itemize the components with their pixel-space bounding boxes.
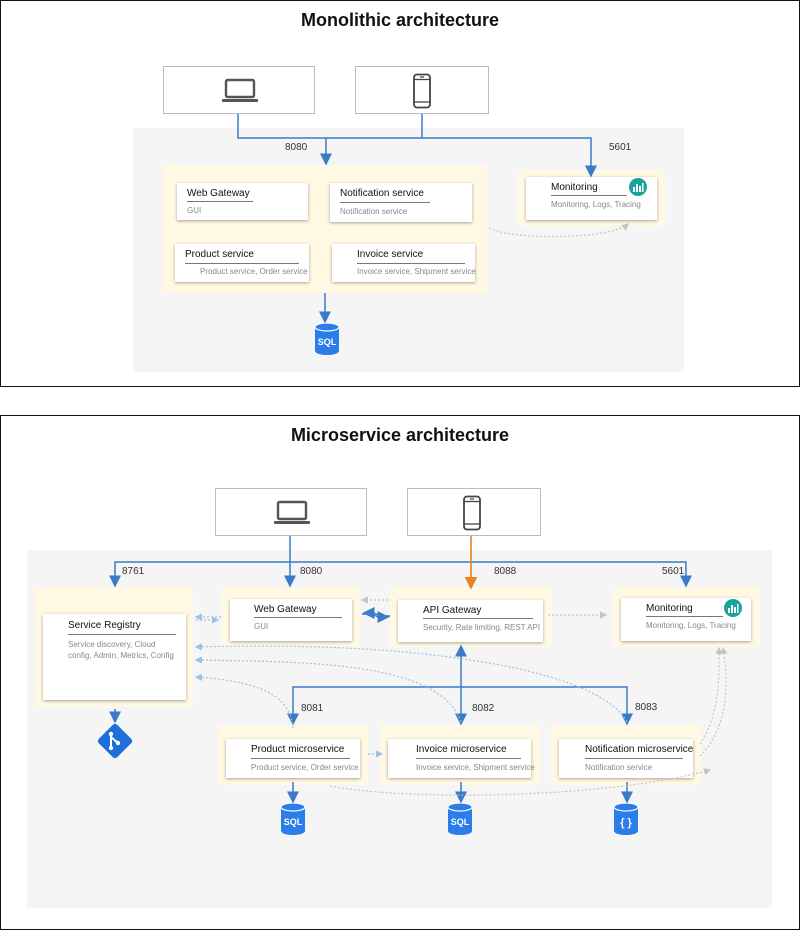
card-divider <box>423 618 533 619</box>
laptop-client <box>163 66 315 114</box>
notification-microservice-card: Notification microservice Notification s… <box>559 739 693 778</box>
card-divider <box>357 263 465 264</box>
git-icon <box>97 723 133 759</box>
monolithic-title: Monolithic architecture <box>300 10 500 30</box>
smartphone-client <box>355 66 489 114</box>
card-subtitle: GUI <box>254 622 269 631</box>
notification-service-card: Notification service Notification servic… <box>330 183 472 222</box>
laptop-client <box>215 488 367 536</box>
card-divider <box>646 616 723 617</box>
card-divider <box>185 263 299 264</box>
port-label: 8761 <box>122 566 145 577</box>
port-label: 8081 <box>301 703 324 714</box>
card-title: Product microservice <box>251 744 345 755</box>
monitoring-icon <box>724 599 742 617</box>
port-label: 8082 <box>472 703 495 714</box>
card-subtitle: Invoice service, Shipment service <box>357 267 476 276</box>
card-subtitle: Notification service <box>585 763 653 772</box>
smartphone-client <box>407 488 541 536</box>
smartphone-icon <box>413 73 431 109</box>
card-divider <box>340 202 430 203</box>
json-label: { } <box>620 817 632 829</box>
product-service-card: Product service Product service, Order s… <box>175 244 309 282</box>
card-title: Product service <box>185 249 254 260</box>
card-title: Invoice service <box>357 249 424 260</box>
card-title: Service Registry <box>68 620 141 631</box>
card-subtitle: Monitoring, Logs, Tracing <box>551 200 641 209</box>
card-title: Web Gateway <box>254 604 317 615</box>
port-label: 8080 <box>285 142 308 153</box>
card-divider <box>68 634 176 635</box>
port-label: 5601 <box>609 142 632 153</box>
microservice-title: Microservice architecture <box>290 425 510 445</box>
sql-database-icon: SQL <box>447 802 473 835</box>
invoice-microservice-card: Invoice microservice Invoice service, Sh… <box>388 739 535 778</box>
card-title: Invoice microservice <box>416 744 507 755</box>
card-title: Monitoring <box>646 603 693 614</box>
card-divider <box>251 758 350 759</box>
service-registry-card: Service Registry Service discovery, Clou… <box>43 614 186 700</box>
card-title: Notification microservice <box>585 744 694 755</box>
card-divider <box>254 617 342 618</box>
json-database-icon: { } <box>613 802 639 835</box>
card-divider <box>551 195 627 196</box>
port-label: 8083 <box>635 702 658 713</box>
card-subtitle: Product service, Order service <box>251 763 359 772</box>
laptop-icon <box>222 78 258 102</box>
card-subtitle: Monitoring, Logs, Tracing <box>646 621 736 630</box>
card-title: Web Gateway <box>187 188 250 199</box>
web-gateway-card: Web Gateway GUI <box>177 183 308 220</box>
monitoring-icon <box>629 178 647 196</box>
sql-label: SQL <box>451 817 470 827</box>
monitoring-card: Monitoring Monitoring, Logs, Tracing <box>621 598 751 641</box>
card-title: API Gateway <box>423 605 482 616</box>
port-label: 5601 <box>662 566 685 577</box>
card-subtitle: GUI <box>187 206 202 215</box>
sql-database-icon: SQL <box>314 322 340 355</box>
invoice-service-card: Invoice service Invoice service, Shipmen… <box>332 244 476 282</box>
laptop-icon <box>274 500 310 524</box>
smartphone-icon <box>463 495 481 531</box>
api-gateway-card: API Gateway Security, Rate limiting, RES… <box>398 600 543 642</box>
port-label: 8088 <box>494 566 517 577</box>
monitoring-card: Monitoring Monitoring, Logs, Tracing <box>526 177 657 220</box>
card-title: Notification service <box>340 188 424 199</box>
card-divider <box>585 758 683 759</box>
port-label: 8080 <box>300 566 323 577</box>
card-subtitle: Invoice service, Shipment service <box>416 763 535 772</box>
card-subtitle: Notification service <box>340 207 408 216</box>
card-subtitle: Product service, Order service <box>200 267 308 276</box>
card-subtitle: Service discovery, Cloud config, Admin, … <box>68 640 174 660</box>
card-subtitle: Security, Rate limiting, REST API <box>423 623 541 632</box>
sql-database-icon: SQL <box>280 802 306 835</box>
card-title: Monitoring <box>551 182 598 193</box>
sql-label: SQL <box>318 337 337 347</box>
product-microservice-card: Product microservice Product service, Or… <box>226 739 360 778</box>
card-divider <box>416 758 521 759</box>
sql-label: SQL <box>284 817 303 827</box>
card-divider <box>187 201 253 202</box>
web-gateway-card: Web Gateway GUI <box>230 599 352 641</box>
